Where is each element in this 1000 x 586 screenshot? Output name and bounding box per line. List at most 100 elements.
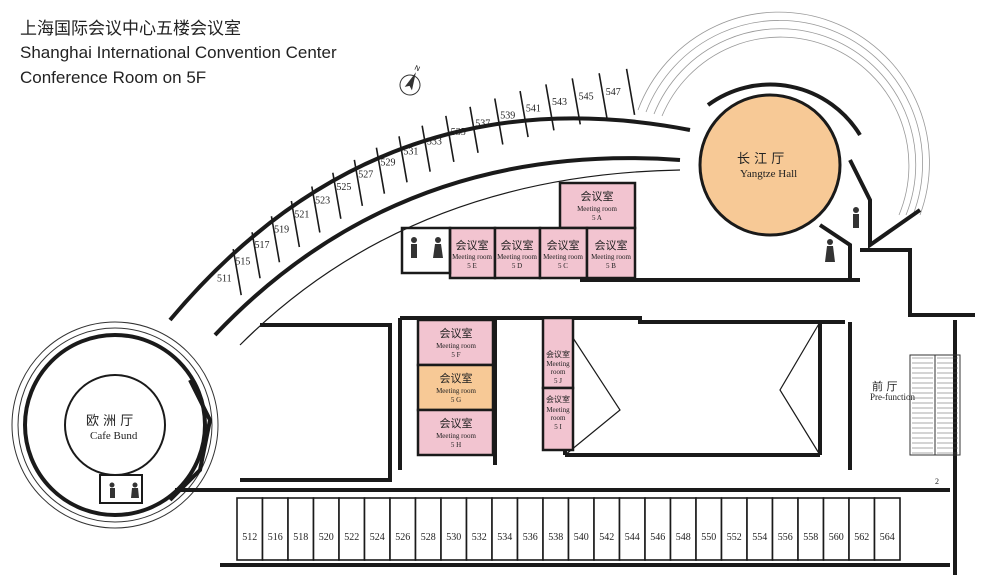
meeting-room-5i[interactable]: 会议室 Meeting room 5 I [541, 386, 575, 452]
bottom-room-number: 542 [599, 532, 614, 543]
bottom-room-number: 548 [676, 532, 691, 543]
arc-room-divider [545, 84, 555, 131]
arc-room-number: 519 [274, 224, 289, 235]
yangtze-hall-label-en: Yangtze Hall [740, 168, 797, 180]
meeting-room-5h-en: Meeting room [436, 432, 476, 440]
meeting-room-5j[interactable]: 会议室 Meeting room 5 J [541, 316, 575, 390]
arc-room-divider [519, 90, 529, 138]
arc-room-divider [494, 98, 504, 145]
meeting-room-5b-code: 5 B [606, 262, 616, 270]
arc-room-number: 515 [235, 256, 250, 267]
bottom-room-cell [465, 497, 493, 561]
meeting-room-5j-cn: 会议室 [546, 349, 570, 359]
arc-room-number: 527 [358, 169, 373, 180]
meeting-room-5e-code: 5 E [467, 262, 477, 270]
bottom-room-cell [261, 497, 289, 561]
arc-room-divider [270, 216, 281, 263]
bottom-room-number: 524 [370, 532, 385, 543]
arc-room-divider [625, 68, 636, 115]
meeting-room-5d[interactable]: 会议室 Meeting room 5 D [493, 226, 542, 280]
arc-room-divider [598, 73, 608, 120]
arc-room-divider [445, 115, 455, 163]
bottom-room-cell [644, 497, 672, 561]
arc-room-number: 529 [381, 158, 396, 169]
arc-room-number: 541 [526, 103, 541, 114]
subtitle: Conference Room on 5F [20, 68, 206, 87]
bottom-room-number: 564 [880, 532, 895, 543]
meeting-room-5h-code: 5 H [451, 441, 461, 449]
bottom-room-cells [236, 497, 901, 561]
meeting-room-5c-en: Meeting room [543, 253, 583, 261]
bottom-room-cell [593, 497, 621, 561]
central-block-walls [175, 248, 975, 575]
meeting-room-5h[interactable]: 会议室 Meeting room 5 H [416, 408, 495, 457]
arc-room-divider [375, 147, 386, 194]
meeting-room-5d-cn: 会议室 [501, 238, 534, 252]
meeting-room-5f-code: 5 F [451, 351, 460, 359]
bottom-room-cell [771, 497, 799, 561]
arc-room-divider [232, 248, 242, 296]
restroom-block [400, 226, 452, 275]
meeting-room-5a-cn: 会议室 [581, 189, 614, 203]
meeting-room-5b[interactable]: 会议室 Meeting room 5 B [585, 226, 637, 280]
compass-icon: N [399, 65, 421, 96]
bottom-room-number: 516 [268, 532, 283, 543]
arc-room-number: 547 [606, 87, 621, 98]
bottom-room-cell [338, 497, 366, 561]
escalator [909, 354, 961, 456]
bottom-room-cell [389, 497, 417, 561]
bottom-room-cell [746, 497, 774, 561]
bottom-room-cell [236, 497, 264, 561]
arc-room-number: 511 [217, 274, 232, 285]
compass-label: N [413, 65, 421, 73]
arc-room-number: 533 [427, 137, 442, 148]
meeting-room-5a[interactable]: 会议室 Meeting room 5 A [558, 181, 637, 230]
meeting-room-5i-en2: room [551, 414, 566, 422]
meeting-room-5c[interactable]: 会议室 Meeting room 5 C [538, 226, 589, 280]
cafe-bund-area [11, 321, 219, 529]
arc-room-divider [311, 186, 321, 233]
meeting-room-5b-en: Meeting room [591, 253, 631, 261]
bottom-room-number: 528 [421, 532, 436, 543]
arc-room-number: 545 [579, 92, 594, 103]
title-english: Shanghai International Convention Center [20, 43, 337, 62]
bottom-room-cell [695, 497, 723, 561]
arc-room-number: 521 [294, 209, 309, 220]
arc-room-divider [290, 200, 301, 248]
arc-room-number: 531 [403, 147, 418, 158]
meeting-room-5b-cn: 会议室 [595, 238, 628, 252]
bottom-room-number: 532 [472, 532, 487, 543]
meeting-room-5d-en: Meeting room [497, 253, 537, 261]
bottom-room-cell [567, 497, 595, 561]
meeting-room-5j-en2: room [551, 368, 566, 376]
bottom-room-number: 530 [446, 532, 461, 543]
bottom-room-number: 562 [854, 532, 869, 543]
bottom-room-cell [873, 497, 901, 561]
meeting-room-5g[interactable]: 会议室 Meeting room 5 G [416, 363, 495, 412]
bottom-room-number: 552 [727, 532, 742, 543]
meeting-room-5i-code: 5 I [554, 423, 562, 431]
cafe-bund-label-en: Cafe Bund [90, 430, 138, 442]
bottom-room-cell [363, 497, 391, 561]
meeting-room-5g-code: 5 G [451, 396, 461, 404]
arc-room-number: 525 [336, 182, 351, 193]
prefunction-label-cn: 前 厅 [872, 379, 898, 393]
meeting-room-5d-code: 5 D [512, 262, 522, 270]
bottom-room-cell [440, 497, 468, 561]
bottom-room-cell [720, 497, 748, 561]
arc-room-number: 543 [552, 97, 567, 108]
bottom-room-cell [822, 497, 850, 561]
meeting-room-5i-en1: Meeting [546, 406, 570, 414]
bottom-room-cell [287, 497, 315, 561]
meeting-room-5e-en: Meeting room [452, 253, 492, 261]
bottom-room-number: 536 [523, 532, 538, 543]
meeting-room-5e[interactable]: 会议室 Meeting room 5 E [448, 226, 497, 280]
bottom-room-cell [618, 497, 646, 561]
arc-room-number: 517 [255, 240, 270, 251]
arc-room-divider [421, 125, 431, 172]
meeting-room-5g-en: Meeting room [436, 387, 476, 395]
meeting-room-5f[interactable]: 会议室 Meeting room 5 F [416, 318, 495, 367]
arc-room-divider [353, 159, 364, 206]
